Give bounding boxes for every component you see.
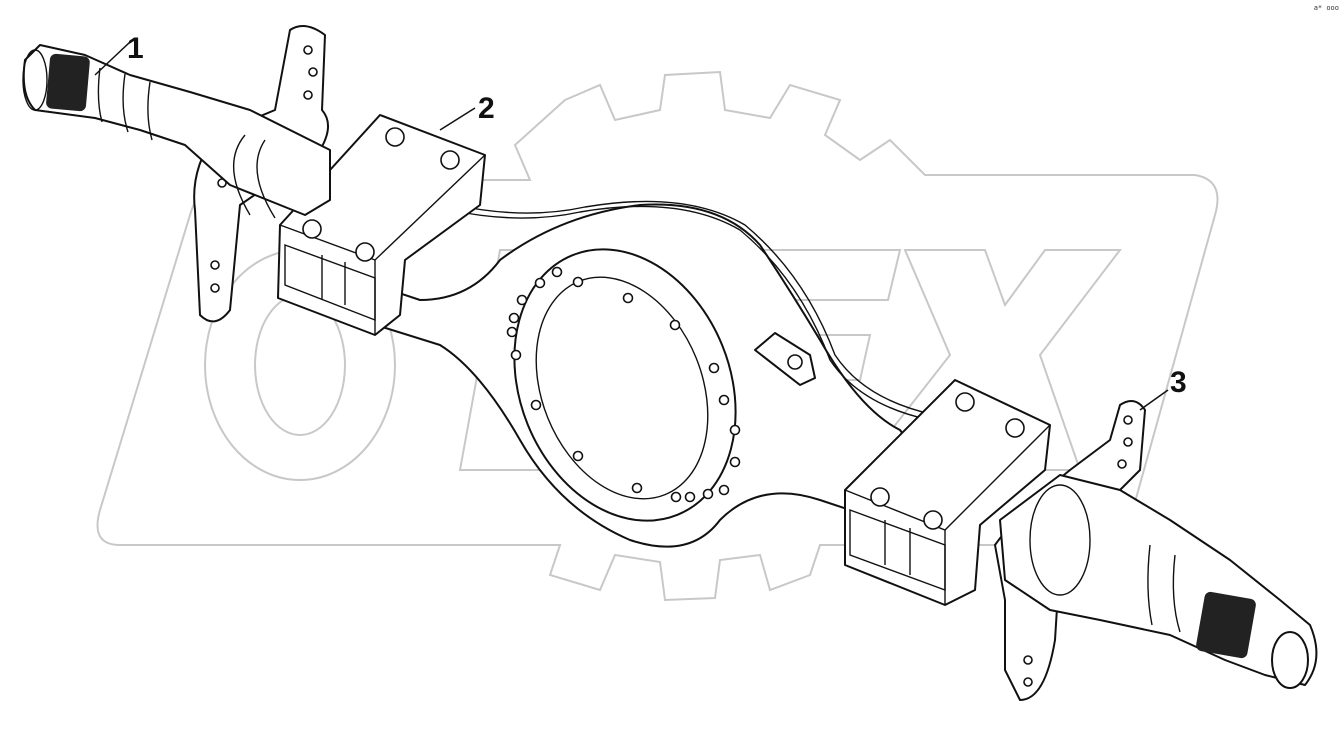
housing-flange-ring <box>513 248 737 522</box>
right-spring-seat <box>844 379 1051 606</box>
callout-1: 1 <box>94 32 144 76</box>
callout-3-label: 3 <box>1170 366 1187 399</box>
callout-2: 2 <box>439 92 495 131</box>
breather-bracket <box>754 332 816 386</box>
left-spline <box>46 53 90 112</box>
callout-1-label: 1 <box>127 32 144 65</box>
watermark-gear <box>96 70 1219 602</box>
left-spindle <box>22 44 331 219</box>
left-spring-seat <box>277 114 486 336</box>
callout-3: 3 <box>1139 366 1187 411</box>
corner-code: a* ooo <box>1313 4 1339 12</box>
right-spindle <box>999 474 1318 689</box>
flange-bolt-holes <box>506 266 741 503</box>
right-spline <box>1196 591 1256 659</box>
callout-2-label: 2 <box>478 92 495 125</box>
axle-housing <box>329 200 936 548</box>
